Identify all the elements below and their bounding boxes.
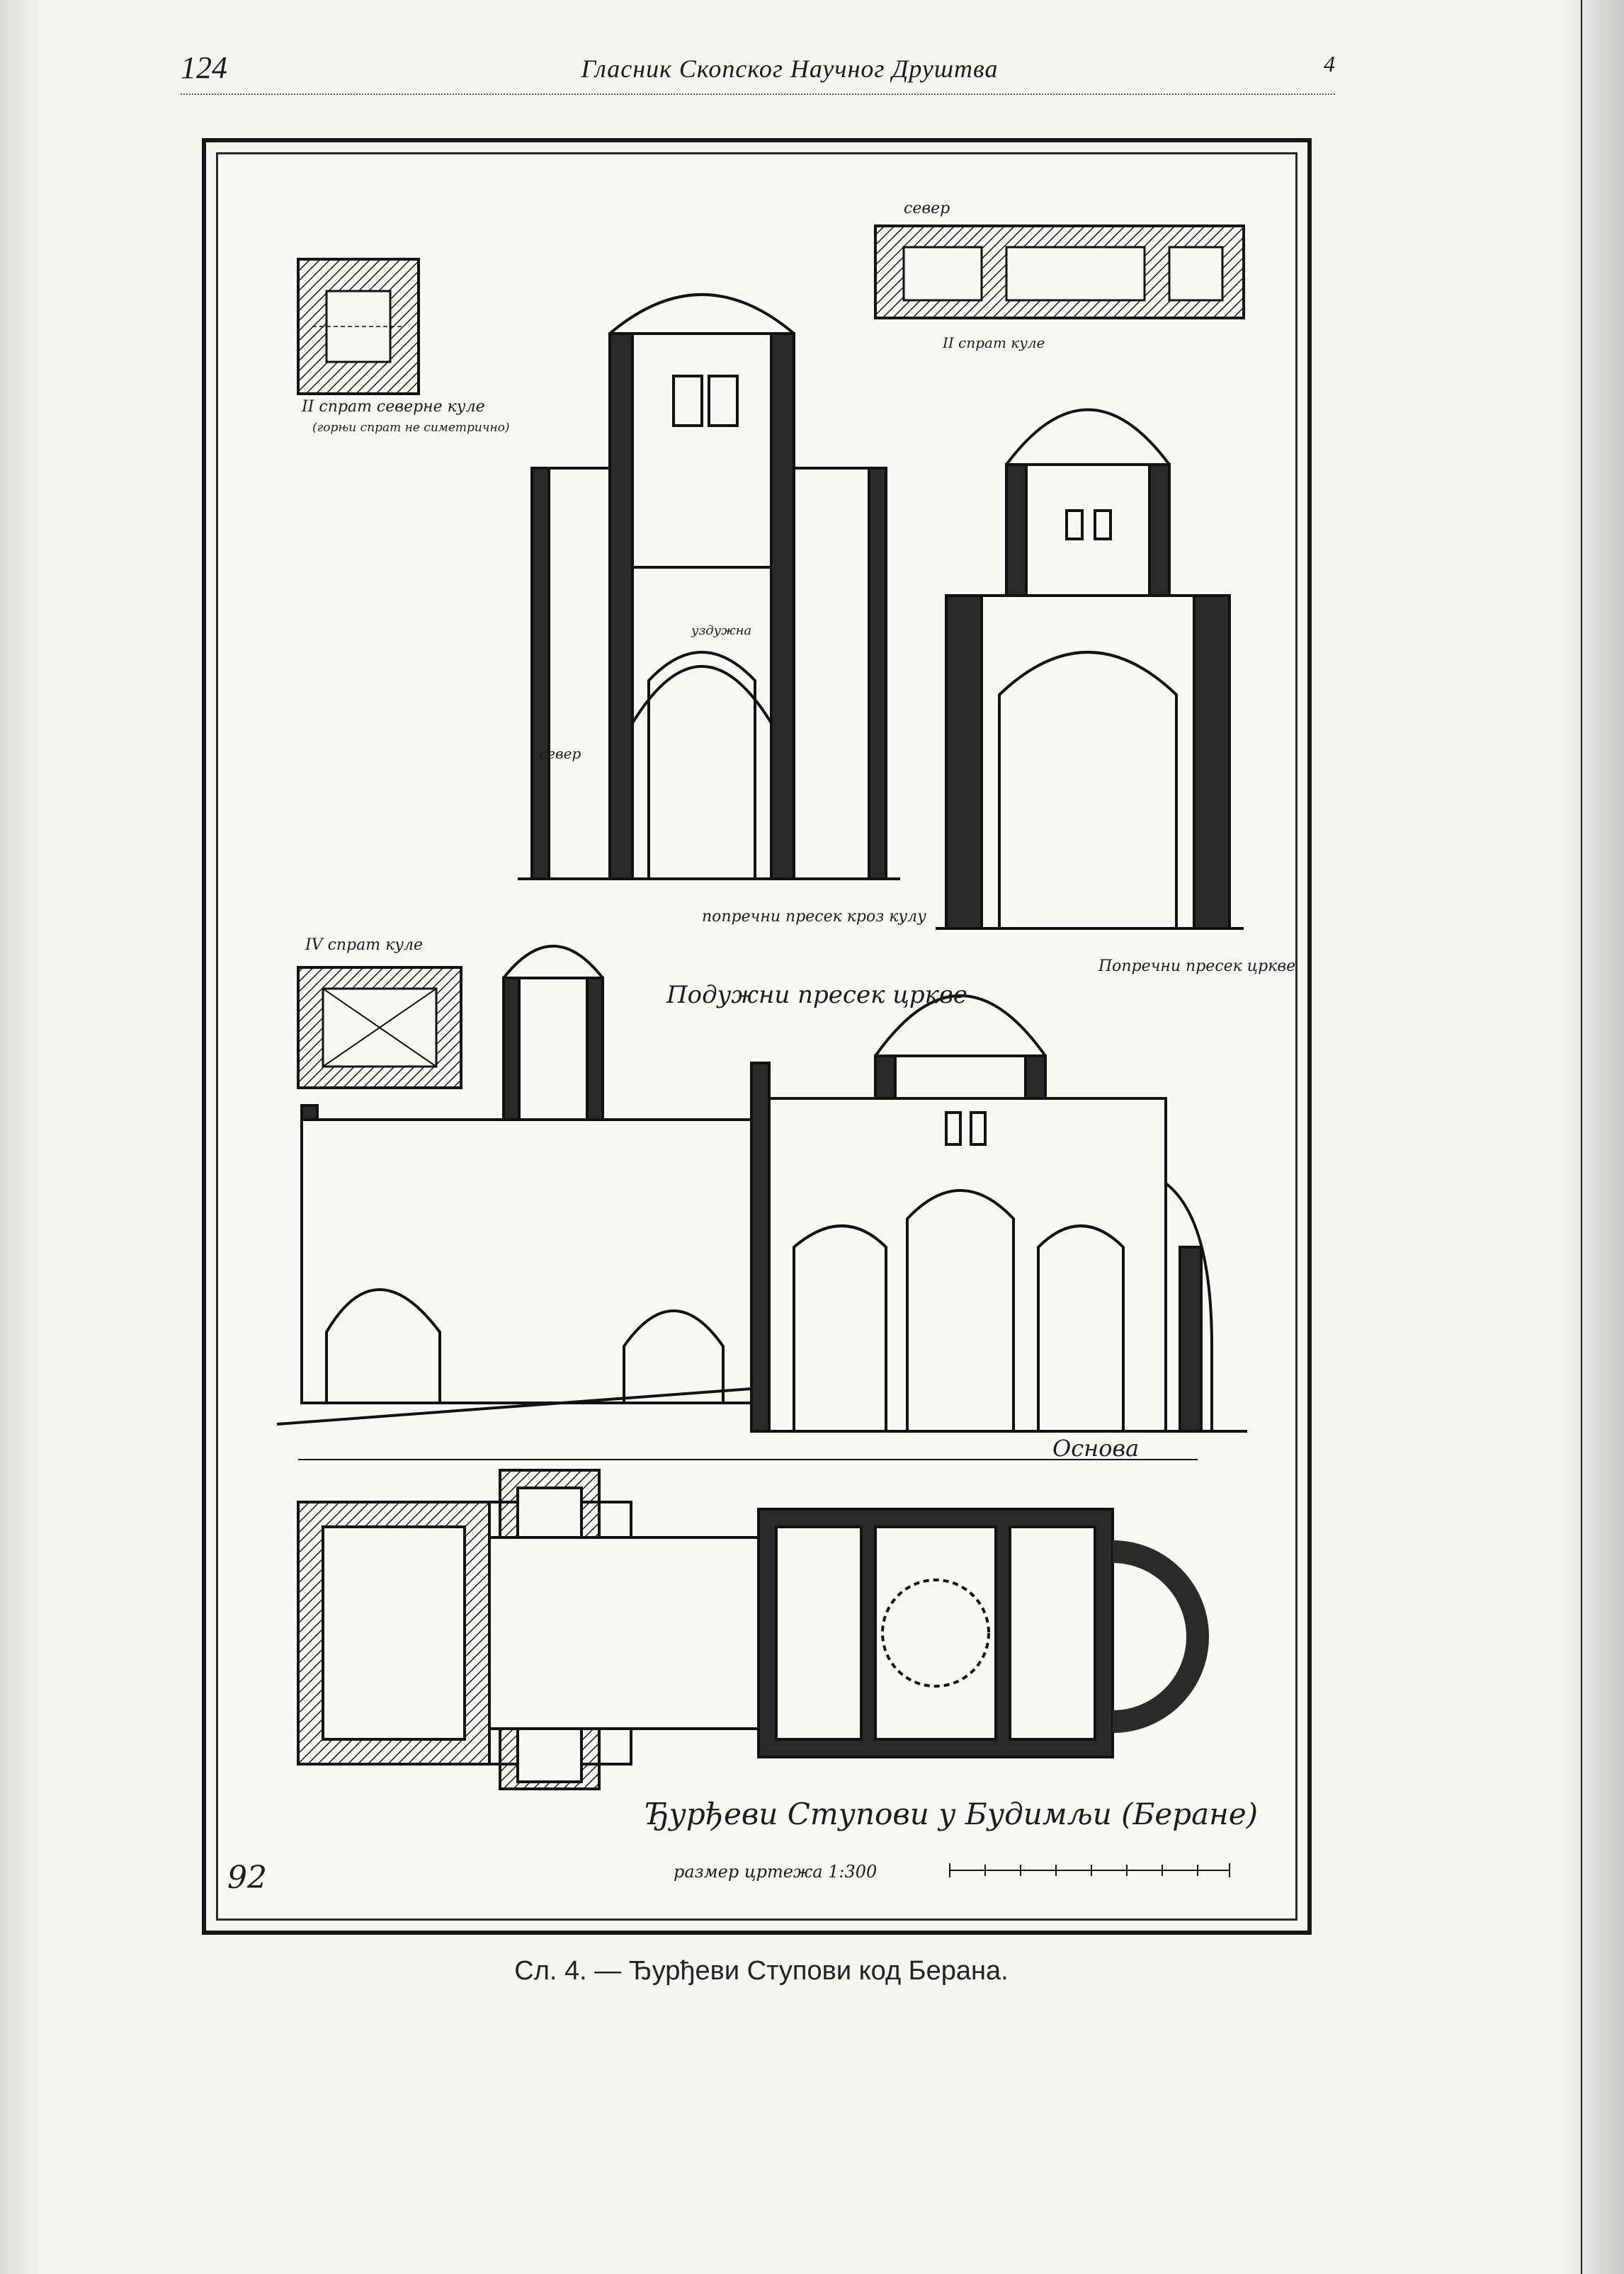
tower-cross-section-label: попречни пресек кроз кулу: [702, 908, 926, 926]
page-header: 124 Гласник Скопског Научног Друштва 4: [181, 50, 1335, 99]
drawing-canvas: II спрат северне куле (горњи спрат не си…: [227, 200, 1295, 1896]
longitudinal-section: [276, 945, 1247, 1433]
scale-note: размер цртежа 1:300: [674, 1862, 877, 1882]
plan-label: Основа: [1052, 1435, 1139, 1462]
church-cross-section-label: Попречни пресек цркве: [1098, 957, 1295, 975]
figure-caption: Сл. 4. — Ђурђеви Ступови код Берана.: [514, 1956, 1009, 1986]
tower-floor4-label: IV спрат куле: [305, 936, 423, 954]
header-rule: [181, 93, 1335, 95]
scan-shadow-right: [1560, 0, 1624, 2274]
tower-floor4-plan: [297, 966, 462, 1089]
binding-edge: [1581, 0, 1582, 2274]
architectural-drawing-figure: II спрат северне куле (горњи спрат не си…: [202, 138, 1312, 1935]
tower-floor2-plan: [874, 224, 1245, 319]
north-tower-floor2-label: II спрат северне куле: [301, 398, 485, 416]
tower-cross-section: [518, 293, 900, 880]
longitudinal-section-label: Подужни пресек цркве: [666, 981, 967, 1009]
north-label-2: север: [539, 745, 581, 762]
tower-floor2-label: II спрат куле: [942, 334, 1045, 351]
drawing-main-title: Ђурђеви Ступови у Будимљи (Беране): [645, 1797, 1258, 1831]
north-tower-floor2-note: (горњи спрат не симетрично): [312, 421, 510, 435]
running-title: Гласник Скопског Научног Друштва: [581, 55, 999, 83]
church-cross-section: [936, 408, 1244, 930]
page-number: 124: [181, 50, 227, 85]
north-tower-floor-plan: [297, 258, 420, 395]
issue-number: 4: [1324, 51, 1335, 76]
ground-plan: [297, 1459, 1209, 1790]
scale-bar: [949, 1863, 1230, 1877]
north-label: север: [904, 200, 950, 217]
scan-shadow-left: [0, 0, 42, 2274]
tower-inner-label: уздужна: [691, 623, 751, 638]
artist-signature: 92: [227, 1860, 267, 1896]
